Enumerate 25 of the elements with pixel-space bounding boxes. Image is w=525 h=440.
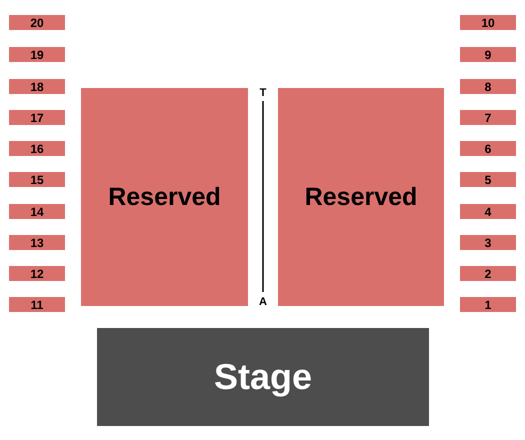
section-block: 10	[460, 15, 516, 30]
section-block: 19	[9, 47, 65, 62]
section-block: 12	[9, 266, 65, 281]
section-block: 14	[9, 204, 65, 219]
section-block: 7	[460, 110, 516, 125]
aisle-label: T	[260, 87, 266, 99]
section-block: 11	[9, 297, 65, 312]
section-block: 8	[460, 79, 516, 94]
stage-area: Stage	[97, 328, 429, 426]
section-block: 4	[460, 204, 516, 219]
section-block: 5	[460, 172, 516, 187]
section-block: 3	[460, 235, 516, 250]
section-block: 18	[9, 79, 65, 94]
section-block: 6	[460, 141, 516, 156]
section-block: 2	[460, 266, 516, 281]
section-block: 20	[9, 15, 65, 30]
section-block: 9	[460, 47, 516, 62]
seating-section: Reserved	[278, 88, 444, 306]
section-block: 16	[9, 141, 65, 156]
section-block: 17	[9, 110, 65, 125]
aisle-label: A	[259, 296, 267, 308]
section-block: 13	[9, 235, 65, 250]
section-block: 15	[9, 172, 65, 187]
section-block: 1	[460, 297, 516, 312]
seating-section: Reserved	[81, 88, 248, 306]
